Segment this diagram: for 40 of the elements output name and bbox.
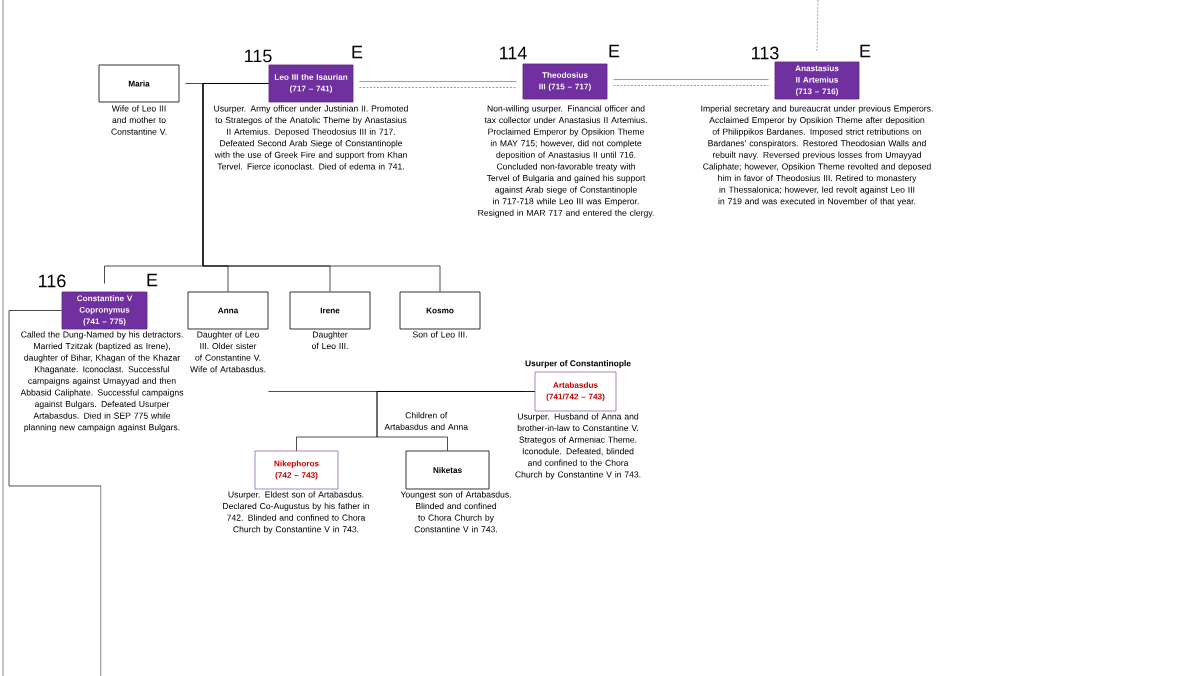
- description-text: Usurper. Army officer under Justinian II. Promoted to Strategos of the Anatolic Theme by Anastasius II Artemius. Deposed Theodosius III in 717. Defeated Second Arab Siege of Constantinople with the use of Greek Fire and support from Khan Tervel. Fierce iconoclast. Died of edema in 741.: [214, 105, 408, 170]
- emperor-box: Theodosius III (715 – 717): [522, 63, 608, 100]
- description-text: Called the Dung-Named by his detractors. Married Tzitzak (baptized as Irene), daughter of Bihar, Khagan of the Khazar Khaganate. Iconoclast. Successful campaigns against Umayyad and then Abbasid Caliphate. Successful campaigns against Bulgars. Defeated Usurper Artabasdus. Died in SEP 775 while planning new campaign against Bulgars.: [20, 331, 184, 432]
- connector-line: [359, 87, 517, 88]
- reign-number: E: [352, 45, 363, 59]
- reign-number: E: [609, 44, 620, 58]
- reign-number: 114: [500, 46, 527, 60]
- box-heading: Usurper of Constantinople: [525, 360, 631, 368]
- person-box: Niketas: [405, 450, 490, 490]
- group-label: Children of Artabasdus and Anna: [384, 412, 468, 430]
- reign-number: 115: [245, 49, 272, 63]
- description-text: Youngest son of Artabasdus. Blinded and confined to Chora Church by Constantine V in 743.: [400, 491, 511, 533]
- connector-line: [202, 83, 441, 292]
- person-box: Anna: [187, 291, 269, 330]
- description-text: Imperial secretary and bureaucrat under previous Emperors. Acclaimed Emperor by Opsikion Theme after deposition of Philippikos Bardanes. Imposed strict retributions on Bardanes’ conspirators. Restored Theodosian Walls and rebuilt navy. Reversed previous losses from Umayyad Caliphate; however, Opsikion Theme revolted and deposed him in favor of Theodosius III. Retired to monastery in Thessalonica; however, led revolt against Leo III in 719 and was executed in November of that year.: [701, 105, 933, 206]
- connector-line: [359, 81, 517, 82]
- connector-line: [376, 391, 536, 451]
- description-text: Son of Leo III.: [412, 331, 467, 338]
- person-box: Irene: [289, 291, 371, 330]
- description-text: Daughter of Leo III.: [311, 331, 348, 350]
- reign-number: E: [147, 273, 158, 287]
- description-text: Daughter of Leo III. Older sister of Constantine V. Wife of Artabasdus.: [190, 331, 266, 373]
- usurper-box: Artabasdus (741/742 – 743): [534, 371, 617, 412]
- connector-line: [816, 0, 819, 52]
- person-box: Kosmo: [399, 291, 481, 330]
- emperor-box: Constantine V Copronymus (741 – 775): [61, 291, 148, 330]
- emperor-box: Leo III the Isaurian (717 – 741): [268, 64, 354, 103]
- connector-line: [8, 310, 102, 676]
- connector-line: [613, 79, 769, 80]
- connector-line: [613, 85, 769, 86]
- description-text: Non-willing usurper. Financial officer and tax collector under Anastasius II Artemius. Proclaimed Emperor by Opsikion Theme in MAY 715; however, did not complete deposition of Anastasius II until 716. Concluded non-favorable treaty with Tervel of Bulgaria and gained his support against Arab siege of Constantinople in 717-718 while Leo III was Emperor. Resigned in MAR 717 and entered the clergy.: [478, 105, 654, 218]
- reign-number: 116: [39, 274, 66, 288]
- description-text: Wife of Leo III and mother to Constantine V.: [111, 105, 167, 135]
- description-text: Usurper. Husband of Anna and brother-in-law to Constantine V. Strategos of Armeniac Theme. Iconodule. Defeated, blinded and confined to the Chora Church by Constantine V in 743.: [515, 413, 641, 480]
- usurper-box: Nikephoros (742 – 743): [254, 450, 339, 490]
- description-text: Usurper. Eldest son of Artabasdus. Declared Co-Augustus by his father in 742. Blinded and confined to Chora Church by Constantine V in 743.: [223, 491, 370, 534]
- person-box: Maria: [98, 64, 180, 103]
- reign-number: E: [860, 44, 871, 58]
- reign-number: 113: [752, 46, 779, 60]
- emperor-box: Anastasius II Artemius (713 – 716): [774, 61, 860, 100]
